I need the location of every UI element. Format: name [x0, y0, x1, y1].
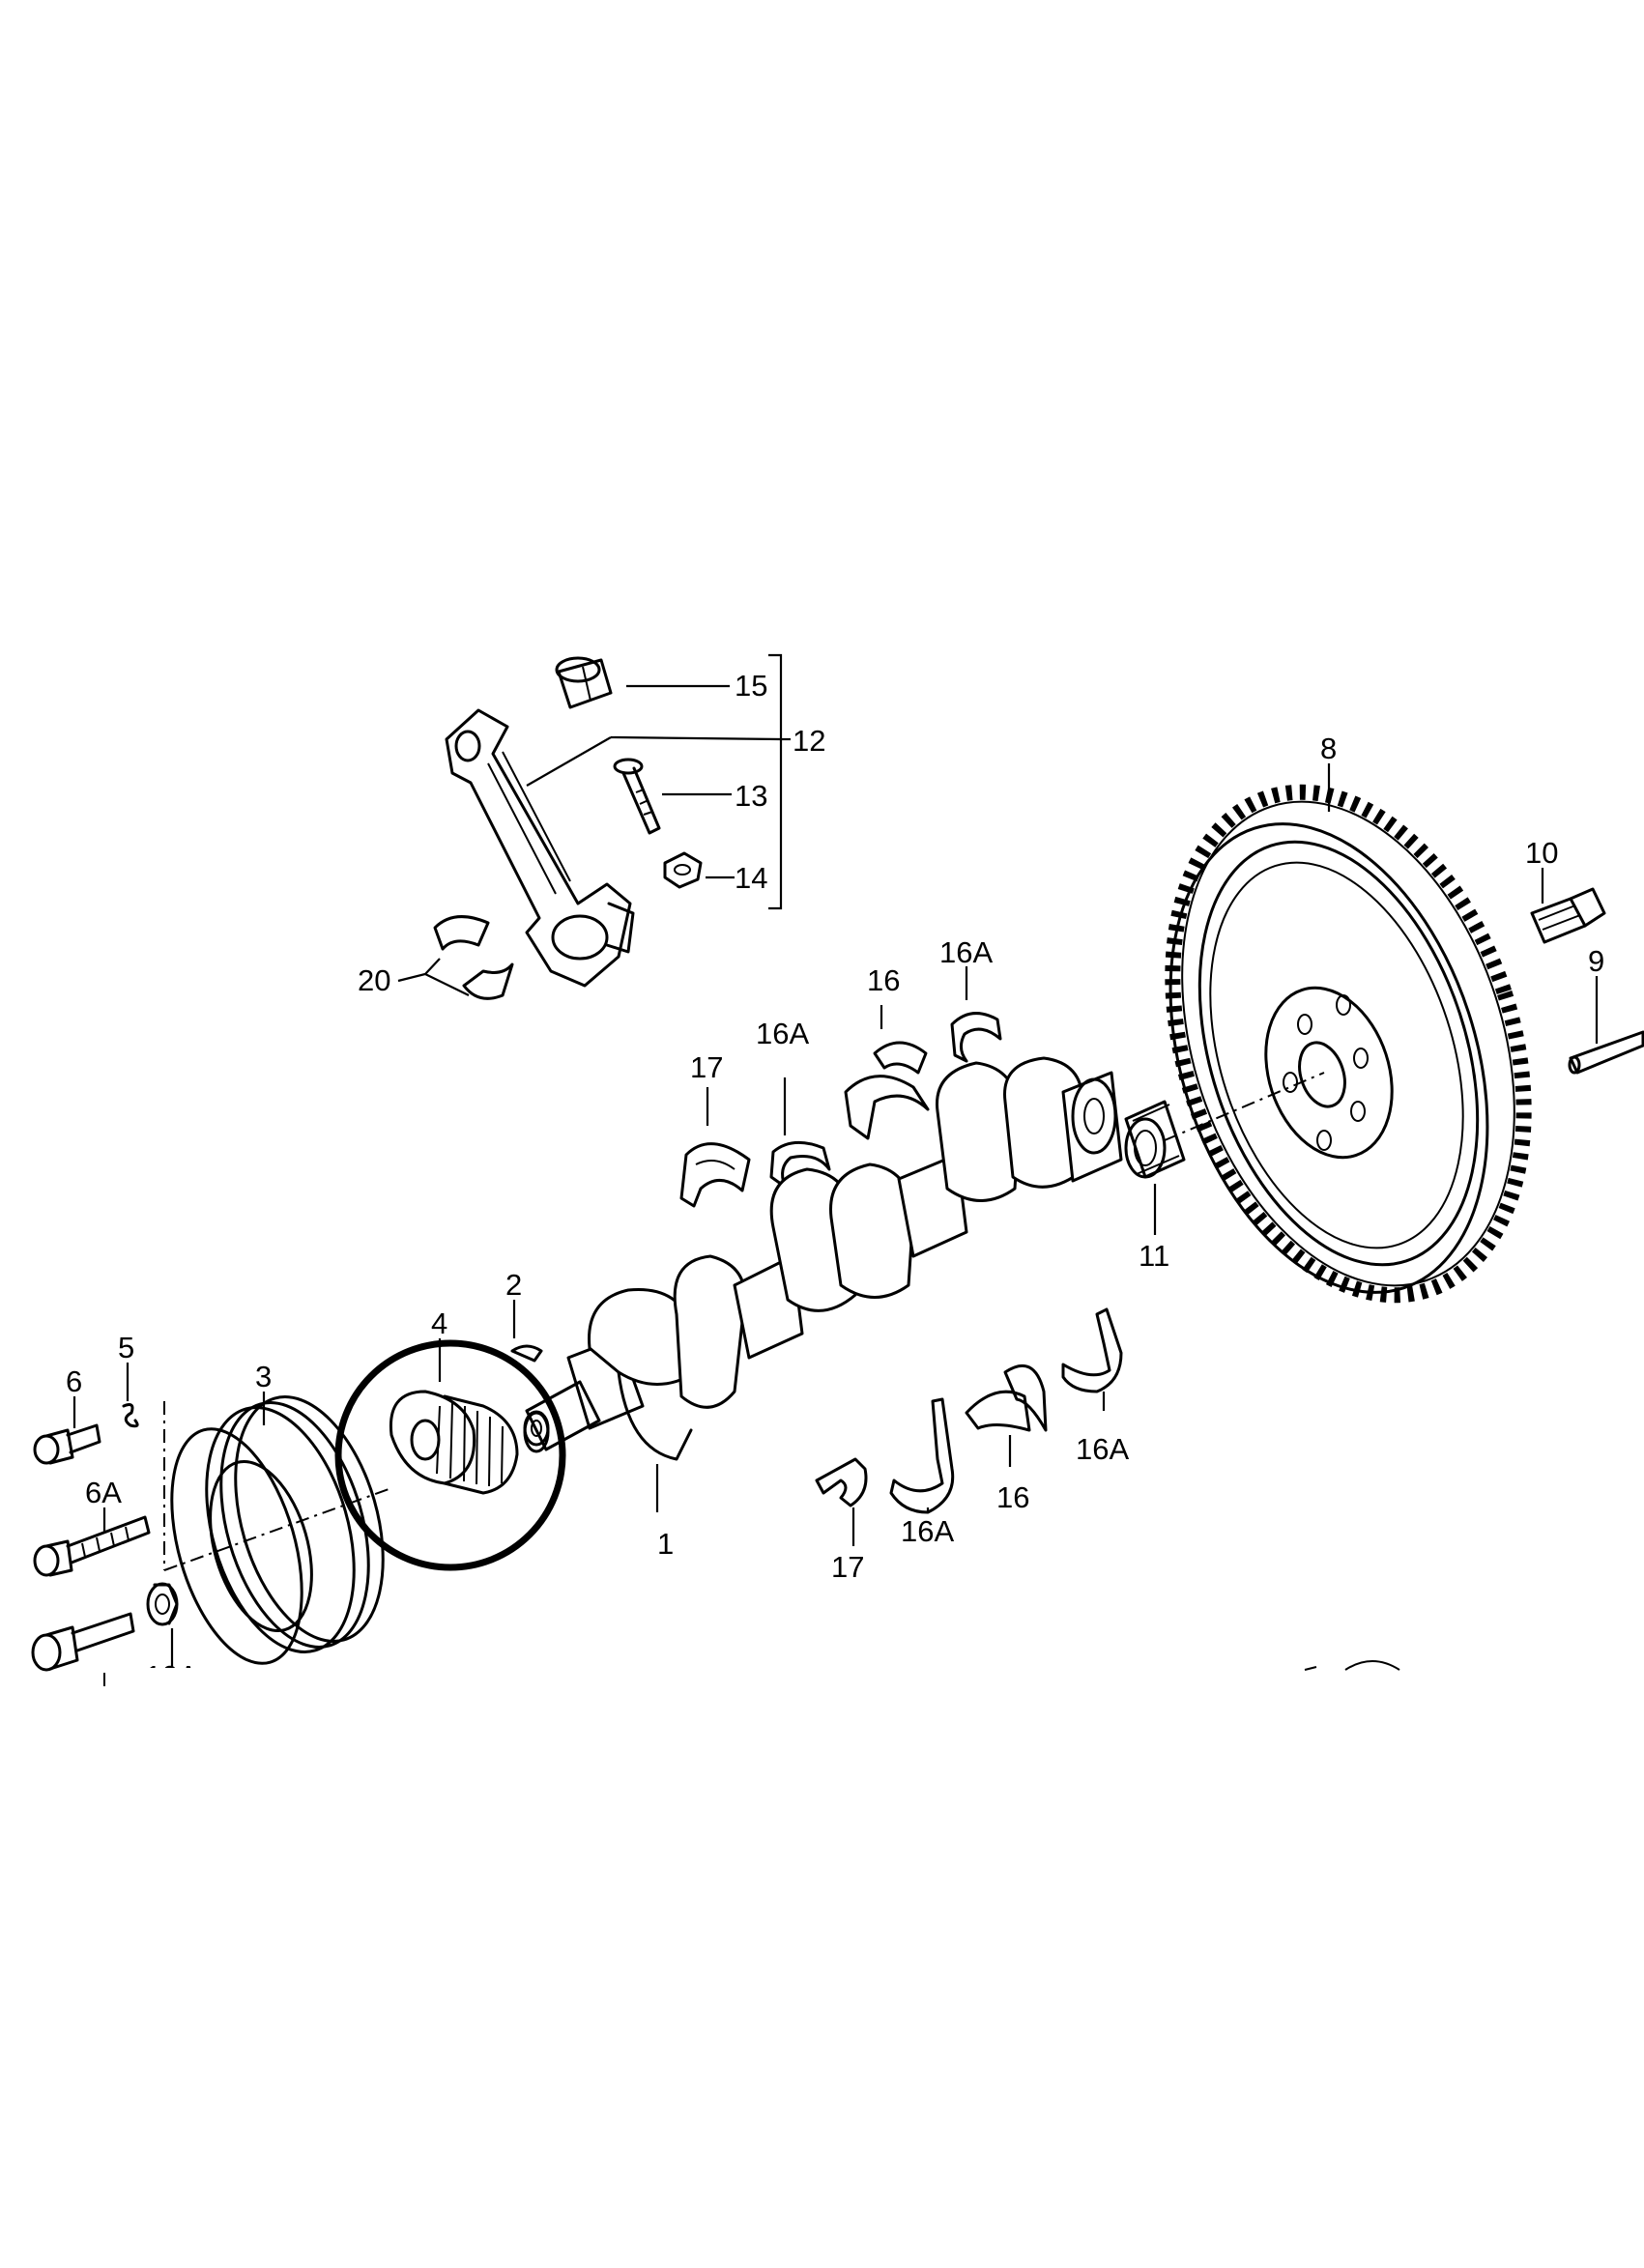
bolt-6a: [33, 1515, 151, 1577]
label-2: 2: [505, 1268, 522, 1302]
label-10a-partial: 10A: [145, 1659, 198, 1693]
thrust-washer-16a-upper-left: [769, 1140, 831, 1189]
label-20: 20: [358, 963, 390, 997]
thrust-washer-16a-lower-left: [889, 1397, 955, 1514]
label-1: 1: [657, 1527, 674, 1561]
rod-bolt: [613, 758, 661, 835]
label-6: 6: [66, 1364, 82, 1398]
label-16a-upper-right: 16A: [939, 935, 993, 969]
bolt-6: [33, 1423, 101, 1465]
thrust-washer-16a-lower-right: [1061, 1307, 1123, 1393]
washer-10a: [146, 1582, 179, 1626]
woodruff-key: [510, 1344, 543, 1363]
rod-bearing-shells: [433, 915, 514, 1000]
axis-pulley: [163, 1487, 392, 1571]
small-end-bushing: [555, 656, 613, 709]
leader-20: [397, 958, 470, 996]
crankshaft: [523, 1056, 1123, 1461]
rod-assembly-bracket: [768, 653, 791, 910]
lower-bearing-shell-17: [815, 1457, 868, 1507]
label-4: 4: [431, 1306, 447, 1340]
rod-nut: [663, 851, 703, 889]
thrust-washer-16a-upper-right: [950, 1012, 1002, 1063]
dowel-pin: [1568, 1030, 1644, 1075]
vibration-damper-pulley: [170, 1395, 385, 1665]
crankshaft-sprocket: [389, 1390, 550, 1495]
bolt-10a: [31, 1612, 135, 1672]
label-13: 13: [735, 779, 767, 813]
label-17-lower: 17: [831, 1550, 864, 1584]
flywheel: [1165, 784, 1532, 1304]
label-8: 8: [1320, 732, 1337, 765]
label-14: 14: [735, 861, 767, 895]
label-15: 15: [735, 669, 767, 703]
label-16a-upper-left: 16A: [756, 1017, 809, 1050]
label-16-lower: 16: [996, 1480, 1029, 1514]
leader-12b: [610, 735, 782, 741]
label-11: 11: [1139, 1239, 1169, 1273]
upper-bearing-shell-16: [844, 1041, 930, 1140]
label-5: 5: [118, 1331, 134, 1364]
label-17-upper: 17: [690, 1050, 723, 1084]
label-16a-lower-left: 16A: [901, 1514, 954, 1548]
washer-5: [122, 1403, 139, 1428]
connecting-rod: [445, 708, 635, 988]
label-6a: 6A: [85, 1476, 122, 1509]
label-10: 10: [1525, 836, 1558, 870]
leader-12a: [526, 736, 612, 787]
label-16-upper: 16: [867, 963, 900, 997]
needle-bearing: [1124, 1100, 1186, 1179]
label-16a-lower-right: 16A: [1076, 1432, 1129, 1466]
label-3: 3: [255, 1360, 272, 1393]
axis-flywheel: [1164, 1072, 1325, 1141]
cropped-outline: [1304, 1660, 1400, 1671]
label-12: 12: [793, 724, 825, 758]
lower-bearing-shell-16: [965, 1364, 1048, 1432]
label-9: 9: [1588, 944, 1604, 978]
flywheel-bolt: [1530, 887, 1606, 944]
upper-bearing-shell-17: [679, 1142, 751, 1208]
